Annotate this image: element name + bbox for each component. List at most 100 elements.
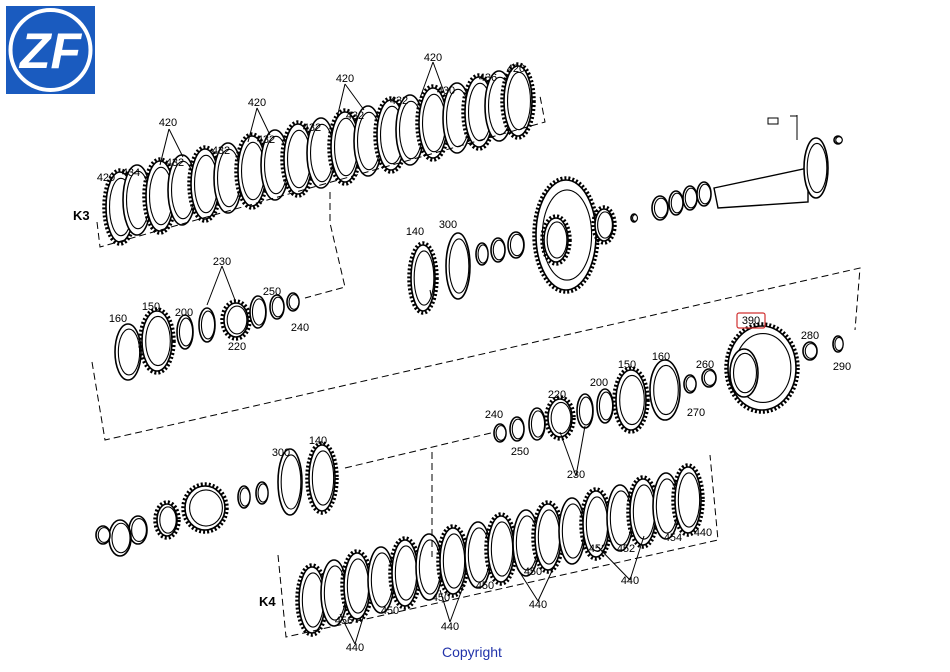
disc-inner xyxy=(442,533,466,589)
leader-line xyxy=(354,607,367,645)
disc-inner xyxy=(477,244,489,264)
leader-line xyxy=(159,128,170,166)
seal-ring xyxy=(682,185,698,211)
k4-plate xyxy=(464,521,492,589)
group-bracket xyxy=(344,431,496,469)
disc-inner xyxy=(685,376,697,392)
washer-200 xyxy=(596,388,614,424)
callout-label: 390 xyxy=(742,315,760,327)
callout-label: 434 xyxy=(122,167,140,179)
seal-ring xyxy=(696,181,712,207)
callout-label: 420 xyxy=(424,52,442,64)
zf-logo: ZF xyxy=(6,6,95,94)
callout-label: 450 xyxy=(524,566,542,578)
disc-inner xyxy=(189,489,223,527)
callout-label: 420 xyxy=(159,117,177,129)
drum-hub xyxy=(729,348,759,398)
disc-teeth xyxy=(724,322,800,414)
needle-bearing-220 xyxy=(220,299,252,341)
disc-inner xyxy=(619,374,645,426)
leader-line xyxy=(537,559,558,602)
disc-inner xyxy=(448,238,470,294)
disc-inner xyxy=(346,558,370,614)
disc-inner xyxy=(511,418,525,440)
k3-plate xyxy=(306,117,336,189)
disc-teeth xyxy=(591,205,617,245)
washer xyxy=(490,237,506,263)
disc-inner xyxy=(490,521,514,577)
disc-inner xyxy=(537,509,561,565)
callout-label: 290 xyxy=(833,361,851,373)
disc-teeth xyxy=(500,62,536,140)
copyright-text: Copyright xyxy=(442,644,502,660)
disc-inner xyxy=(418,539,442,595)
leader-line xyxy=(575,425,586,477)
disc-inner xyxy=(200,310,216,340)
callout-label: 140 xyxy=(309,435,327,447)
leader-line xyxy=(449,583,465,623)
seal-ring xyxy=(668,190,684,216)
callout-label: 432 xyxy=(212,145,230,157)
disc-inner xyxy=(311,450,335,506)
ring-250 xyxy=(509,416,525,442)
thrust-washer xyxy=(95,525,111,545)
disc-inner xyxy=(598,391,614,421)
k3-plate xyxy=(234,132,270,210)
disc-inner xyxy=(145,315,171,367)
disc-inner xyxy=(226,305,248,335)
outer-clutch-plate-140 xyxy=(407,241,439,315)
callout-label: 432 xyxy=(166,157,184,169)
callout-label: 300 xyxy=(272,447,290,459)
disc-inner xyxy=(178,317,194,347)
needle-bearing xyxy=(153,500,181,540)
callout-label: 452 xyxy=(617,543,635,555)
disc-inner xyxy=(834,336,844,352)
washer-230 xyxy=(249,295,267,329)
group-label-k3: K3 xyxy=(73,208,90,223)
washer-230 xyxy=(528,407,546,441)
leader-line xyxy=(339,613,356,645)
hub-gear xyxy=(181,482,229,534)
k3-plate xyxy=(187,145,223,223)
leader-line xyxy=(247,107,258,143)
ring-250 xyxy=(269,294,285,320)
disc-inner xyxy=(609,490,633,546)
callout-label: 420 xyxy=(248,97,266,109)
snap-ring-300 xyxy=(277,448,303,516)
disc-teeth xyxy=(220,299,252,341)
disc-inner xyxy=(546,221,568,259)
disc-inner xyxy=(288,294,300,310)
gear-hub xyxy=(540,214,572,266)
callout-label: 200 xyxy=(175,307,193,319)
ring-270 xyxy=(683,374,697,394)
callout-label: 140 xyxy=(406,226,424,238)
disc-inner xyxy=(670,192,684,214)
plug xyxy=(833,135,843,145)
disc-inner xyxy=(492,239,506,261)
disc-inner xyxy=(413,250,435,306)
disc-teeth xyxy=(138,307,176,375)
disc-inner xyxy=(251,298,267,326)
callout-label: 260 xyxy=(696,359,714,371)
ring-240 xyxy=(493,423,507,443)
main-shaft xyxy=(713,167,809,209)
disc-inner xyxy=(732,352,758,394)
pin xyxy=(630,213,639,223)
k4-plate xyxy=(484,512,518,586)
disc-inner xyxy=(467,527,491,583)
disc-inner xyxy=(631,214,639,222)
k4-plate xyxy=(671,463,705,537)
callout-label: 240 xyxy=(485,409,503,421)
callout-label: 200 xyxy=(590,377,608,389)
callout-label: 250 xyxy=(511,446,529,458)
washer-200 xyxy=(176,314,194,350)
callout-label: 250 xyxy=(263,286,281,298)
disc-inner xyxy=(280,454,302,510)
callout-label: 160 xyxy=(109,313,127,325)
disc-inner xyxy=(597,211,613,239)
disc-inner xyxy=(703,370,717,386)
disc-inner xyxy=(684,187,698,209)
callout-label: 220 xyxy=(228,341,246,353)
callout-label: 230 xyxy=(567,469,585,481)
